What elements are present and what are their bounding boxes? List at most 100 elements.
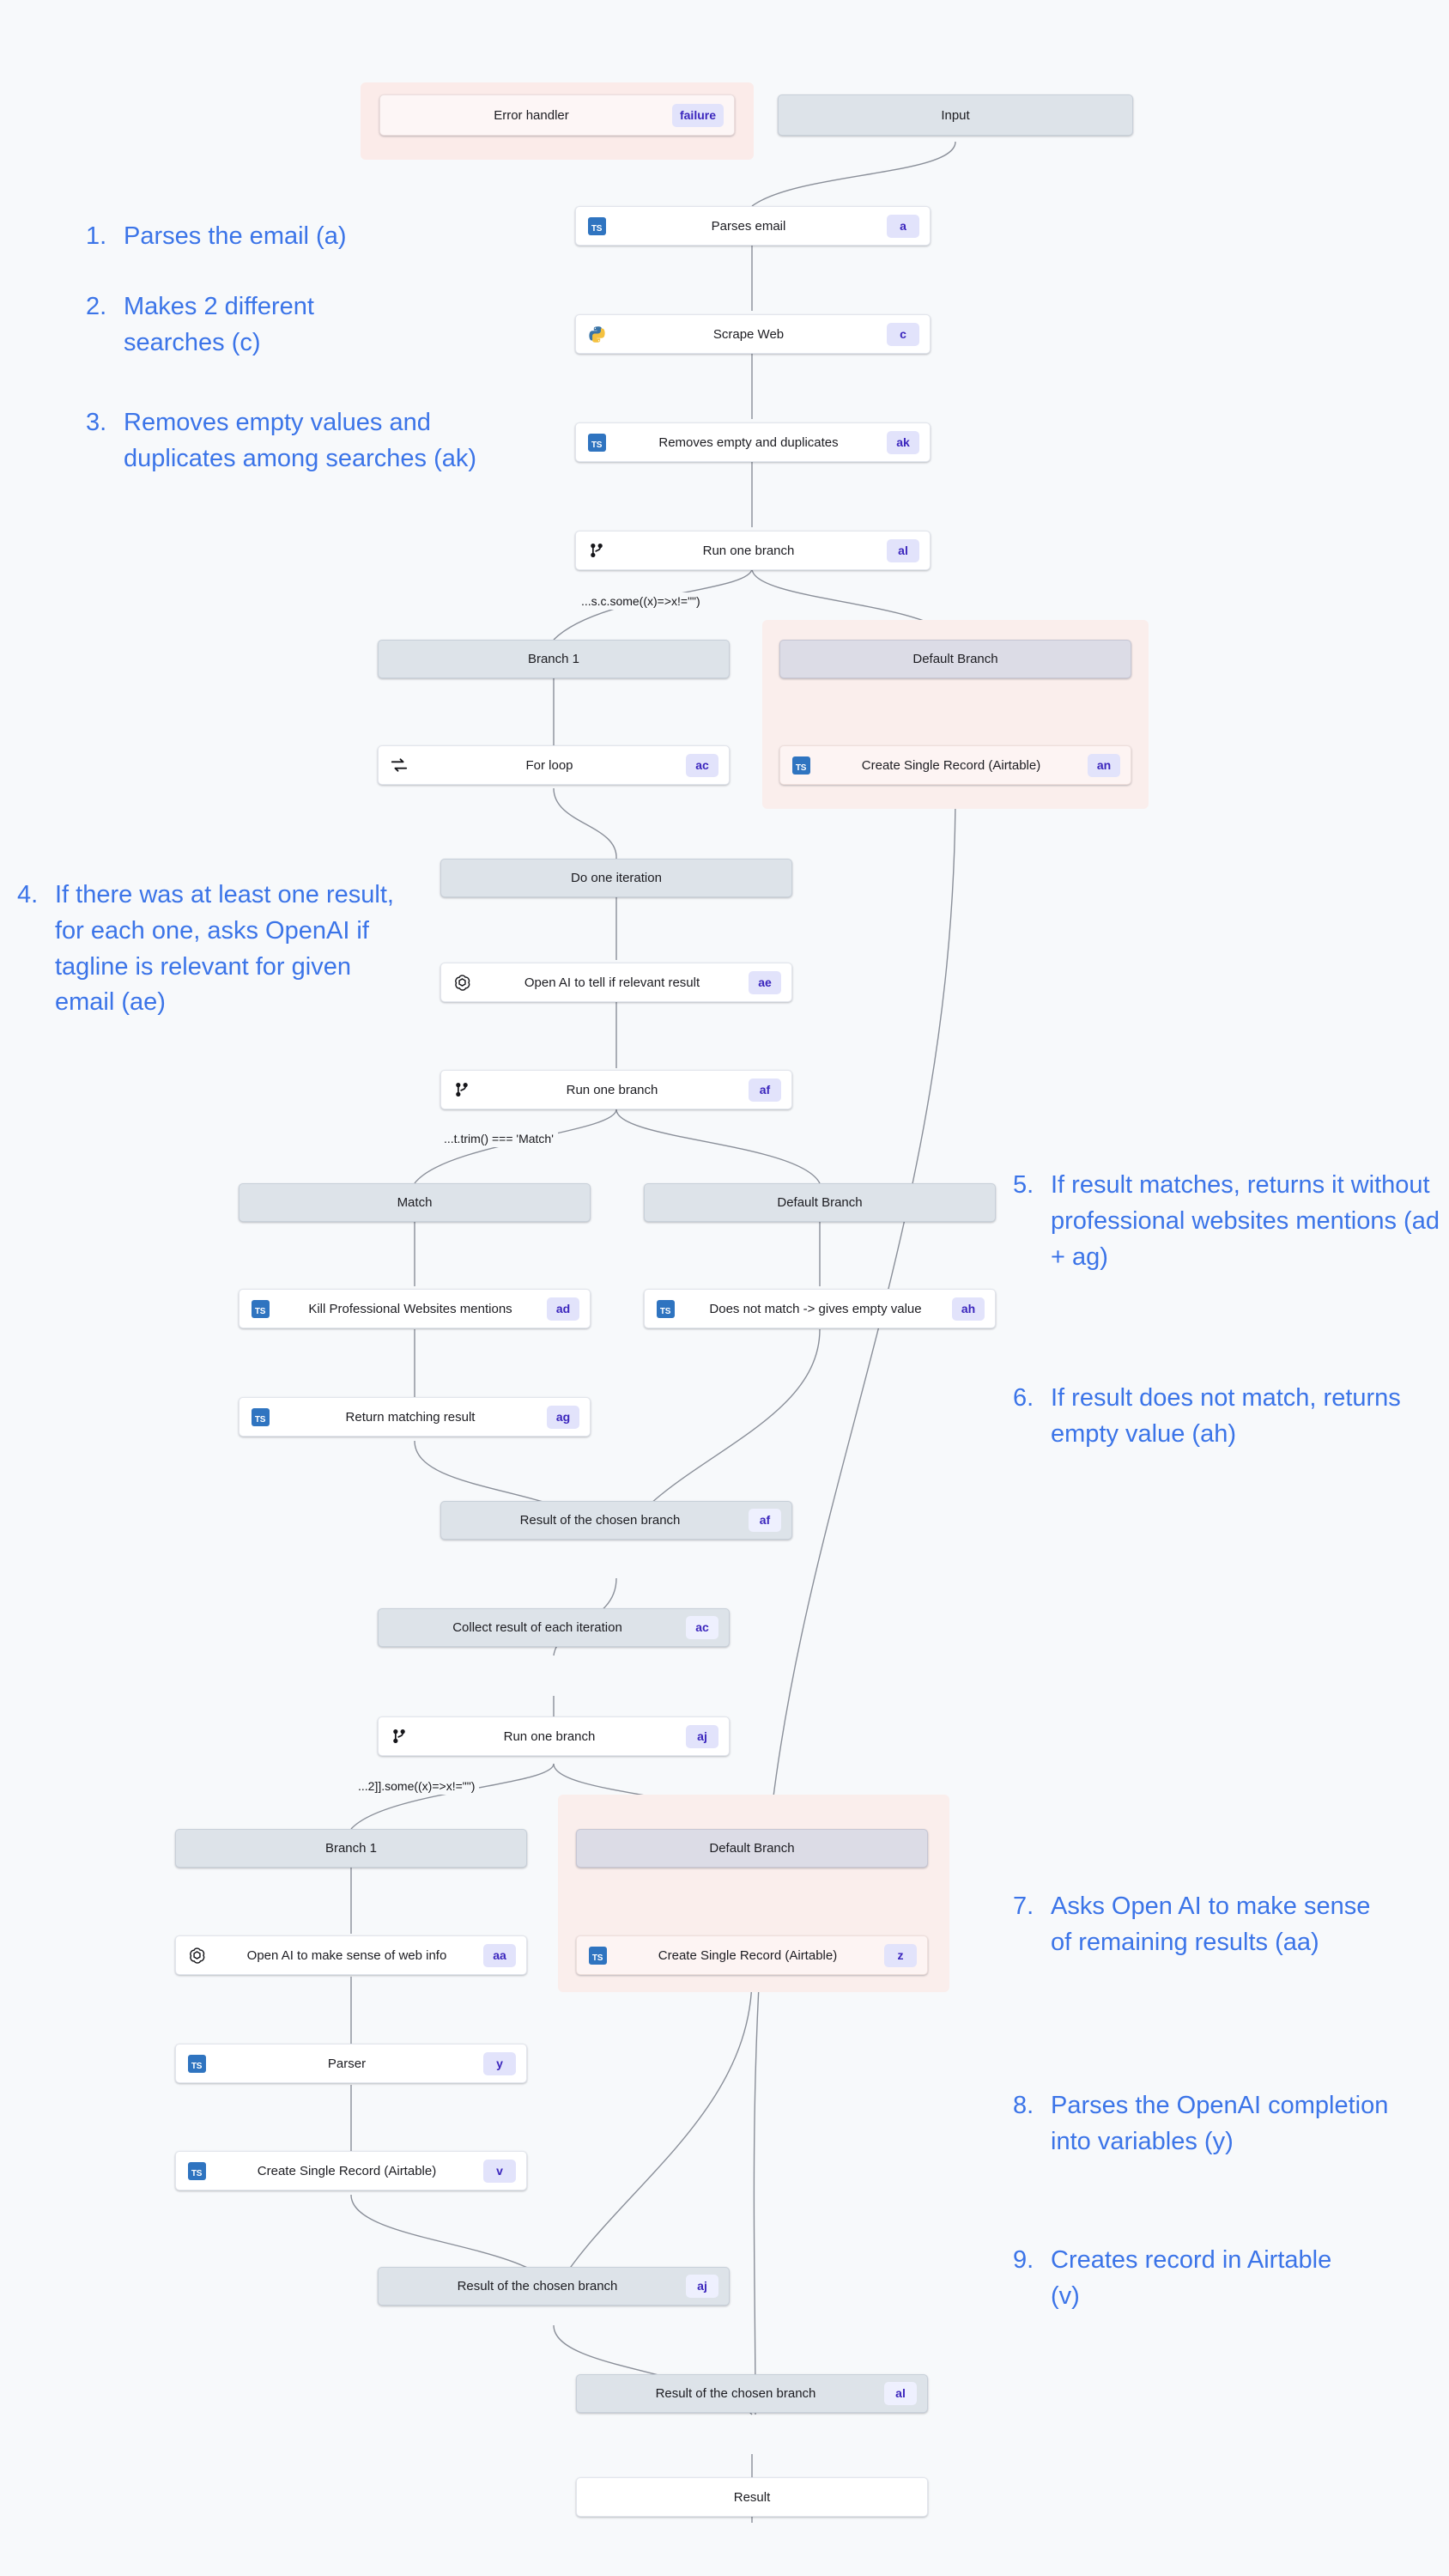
node-label: For loop <box>525 757 573 773</box>
node-return-matching-result[interactable]: TS Return matching result ag <box>239 1397 591 1437</box>
branch-icon <box>586 540 607 561</box>
annotation-5: 5. If result matches, returns it without… <box>1013 1168 1442 1275</box>
node-result-chosen-branch-af[interactable]: Result of the chosen branch af <box>440 1501 792 1540</box>
node-badge: ad <box>547 1297 579 1321</box>
node-create-record-an[interactable]: TS Create Single Record (Airtable) an <box>779 745 1131 785</box>
node-branch-1-top[interactable]: Branch 1 <box>378 640 730 678</box>
node-run-one-branch-al[interactable]: Run one branch al <box>575 531 931 570</box>
node-badge: aj <box>686 1724 718 1748</box>
node-label: Do one iteration <box>571 871 662 885</box>
openai-icon <box>452 972 472 993</box>
annotation-text: Makes 2 different searches (c) <box>124 293 314 356</box>
node-default-branch-top[interactable]: Default Branch <box>779 640 1131 678</box>
annotation-4: 4. If there was at least one result, for… <box>17 878 403 1021</box>
edge-condition-aj: ...2]].some((x)=>x!="") <box>354 1777 480 1795</box>
node-badge: al <box>887 538 919 562</box>
node-removes-empty-duplicates[interactable]: TS Removes empty and duplicates ak <box>575 422 931 462</box>
typescript-icon: TS <box>186 2053 207 2074</box>
annotation-text: If there was at least one result, for ea… <box>55 881 394 1017</box>
typescript-icon: TS <box>250 1298 270 1319</box>
annotation-text: Parses the email (a) <box>124 222 347 250</box>
annotation-number: 1. <box>86 222 107 250</box>
node-badge: z <box>884 1943 917 1967</box>
node-label: Does not match -> gives empty value <box>709 1301 922 1316</box>
node-label: Result of the chosen branch <box>655 2386 816 2401</box>
typescript-icon: TS <box>586 216 607 236</box>
node-create-record-z[interactable]: TS Create Single Record (Airtable) z <box>576 1935 928 1975</box>
annotation-number: 2. <box>86 293 107 320</box>
node-openai-web-info[interactable]: Open AI to make sense of web info aa <box>175 1935 527 1975</box>
typescript-icon: TS <box>655 1298 676 1319</box>
node-run-one-branch-aj[interactable]: Run one branch aj <box>378 1716 730 1756</box>
annotation-number: 8. <box>1013 2092 1034 2119</box>
node-badge: a <box>887 214 919 238</box>
node-for-loop[interactable]: For loop ac <box>378 745 730 785</box>
node-badge: failure <box>671 103 724 127</box>
annotation-number: 9. <box>1013 2246 1034 2274</box>
annotation-8: 8. Parses the OpenAI completion into var… <box>1013 2088 1416 2160</box>
node-default-branch-bottom[interactable]: Default Branch <box>576 1829 928 1868</box>
node-default-branch-mid[interactable]: Default Branch <box>644 1183 996 1222</box>
node-kill-mentions[interactable]: TS Kill Professional Websites mentions a… <box>239 1289 591 1328</box>
node-label: Run one branch <box>503 1728 596 1744</box>
node-does-not-match[interactable]: TS Does not match -> gives empty value a… <box>644 1289 996 1328</box>
node-badge: al <box>884 2382 917 2405</box>
annotation-text: Parses the OpenAI completion into variab… <box>1051 2092 1389 2155</box>
node-label: Input <box>941 107 970 123</box>
node-label: Default Branch <box>912 652 998 666</box>
annotation-text: Creates record in Airtable (v) <box>1051 2246 1332 2310</box>
node-label: Result of the chosen branch <box>519 1513 681 1528</box>
node-label: Branch 1 <box>527 652 580 666</box>
annotation-number: 3. <box>86 409 107 436</box>
node-result-chosen-branch-aj[interactable]: Result of the chosen branch aj <box>378 2267 730 2306</box>
node-label: Kill Professional Websites mentions <box>308 1301 512 1316</box>
node-badge: y <box>483 2051 516 2075</box>
node-label: Match <box>397 1195 433 1210</box>
annotation-text: Removes empty values and duplicates amon… <box>124 409 477 472</box>
node-parses-email[interactable]: TS Parses email a <box>575 206 931 246</box>
node-badge: aj <box>686 2275 718 2298</box>
annotation-7: 7. Asks Open AI to make sense of remaini… <box>1013 1889 1373 1961</box>
node-label: Result <box>733 2489 771 2505</box>
node-badge: ac <box>686 753 718 777</box>
node-parser[interactable]: TS Parser y <box>175 2044 527 2083</box>
node-label: Create Single Record (Airtable) <box>861 757 1041 773</box>
annotation-text: If result matches, returns it without pr… <box>1051 1171 1440 1271</box>
node-badge: an <box>1088 753 1120 777</box>
node-label: Create Single Record (Airtable) <box>257 2163 437 2178</box>
node-label: Open AI to tell if relevant result <box>524 975 700 990</box>
node-scrape-web[interactable]: Scrape Web c <box>575 314 931 354</box>
node-do-one-iteration[interactable]: Do one iteration <box>440 859 792 897</box>
node-openai-relevant-result[interactable]: Open AI to tell if relevant result ae <box>440 963 792 1002</box>
node-badge: ah <box>952 1297 985 1321</box>
node-branch-1-bottom[interactable]: Branch 1 <box>175 1829 527 1868</box>
annotation-9: 9. Creates record in Airtable (v) <box>1013 2243 1356 2315</box>
node-create-record-v[interactable]: TS Create Single Record (Airtable) v <box>175 2151 527 2190</box>
node-collect-result[interactable]: Collect result of each iteration ac <box>378 1608 730 1647</box>
annotation-6: 6. If result does not match, returns emp… <box>1013 1381 1416 1453</box>
node-label: Collect result of each iteration <box>452 1620 622 1635</box>
typescript-icon: TS <box>186 2160 207 2181</box>
node-label: Branch 1 <box>324 1841 378 1856</box>
annotation-text: Asks Open AI to make sense of remaining … <box>1051 1893 1371 1956</box>
edge-condition-af: ...t.trim() === 'Match' <box>440 1130 558 1147</box>
node-run-one-branch-af[interactable]: Run one branch af <box>440 1070 792 1109</box>
node-match[interactable]: Match <box>239 1183 591 1222</box>
node-result-chosen-branch-al[interactable]: Result of the chosen branch al <box>576 2374 928 2413</box>
typescript-icon: TS <box>791 755 811 775</box>
annotation-2: 2. Makes 2 different searches (c) <box>86 289 395 361</box>
python-icon <box>586 324 607 344</box>
node-badge: aa <box>483 1943 516 1967</box>
node-input[interactable]: Input <box>778 94 1133 136</box>
branch-icon <box>452 1079 472 1100</box>
typescript-icon: TS <box>586 432 607 453</box>
edge-condition-al: ...s.c.some((x)=>x!="") <box>577 592 705 610</box>
node-error-handler[interactable]: Error handler failure <box>379 94 735 136</box>
node-label: Return matching result <box>345 1409 476 1425</box>
node-result[interactable]: Result <box>576 2477 928 2517</box>
annotation-number: 6. <box>1013 1384 1034 1412</box>
node-badge: ag <box>547 1405 579 1429</box>
annotation-text: If result does not match, returns empty … <box>1051 1384 1401 1448</box>
node-label: Error handler <box>494 107 569 123</box>
